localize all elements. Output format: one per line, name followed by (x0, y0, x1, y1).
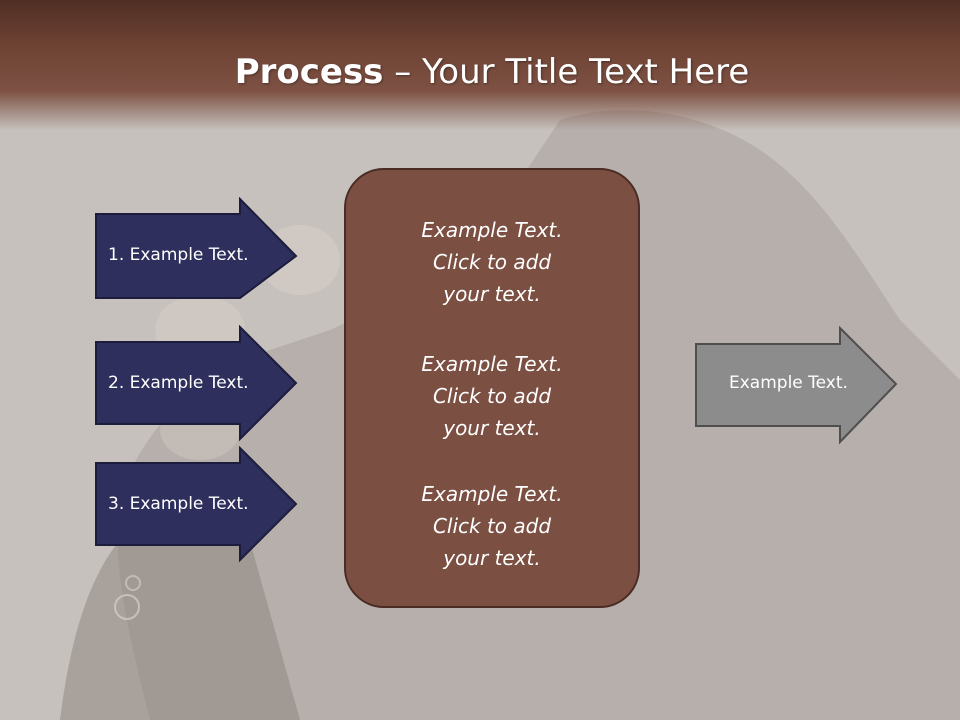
step-label-1: 1. Example Text. (108, 245, 249, 265)
center-block-3-line-1: Example Text. (421, 482, 563, 506)
center-block-1-line-1: Example Text. (421, 218, 563, 242)
step-label-2: 2. Example Text. (108, 373, 249, 393)
center-block-1-line-2: Click to add (432, 250, 552, 274)
result-arrow[interactable] (694, 326, 900, 446)
center-block-2-line-2: Click to add (432, 384, 552, 408)
result-label: Example Text. (729, 373, 848, 393)
center-text-box[interactable]: Example Text. Click to add your text. Ex… (344, 168, 640, 608)
center-block-2-line-3: your text. (443, 416, 541, 440)
slide-title[interactable]: Process – Your Title Text Here (0, 52, 960, 92)
step-label-3: 3. Example Text. (108, 494, 249, 514)
center-block-1[interactable]: Example Text. Click to add your text. (346, 214, 638, 310)
center-block-1-line-3: your text. (443, 282, 541, 306)
step-arrow-3[interactable] (94, 446, 300, 564)
title-rest: – Your Title Text Here (383, 52, 750, 92)
title-bar (0, 0, 960, 130)
center-block-3-line-3: your text. (443, 546, 541, 570)
title-bold: Process (234, 52, 384, 92)
center-block-3[interactable]: Example Text. Click to add your text. (346, 478, 638, 574)
step-arrow-1[interactable] (94, 197, 300, 301)
center-block-3-line-2: Click to add (432, 514, 552, 538)
center-block-2-line-1: Example Text. (421, 352, 563, 376)
step-arrow-2[interactable] (94, 325, 300, 443)
center-block-2[interactable]: Example Text. Click to add your text. (346, 348, 638, 444)
